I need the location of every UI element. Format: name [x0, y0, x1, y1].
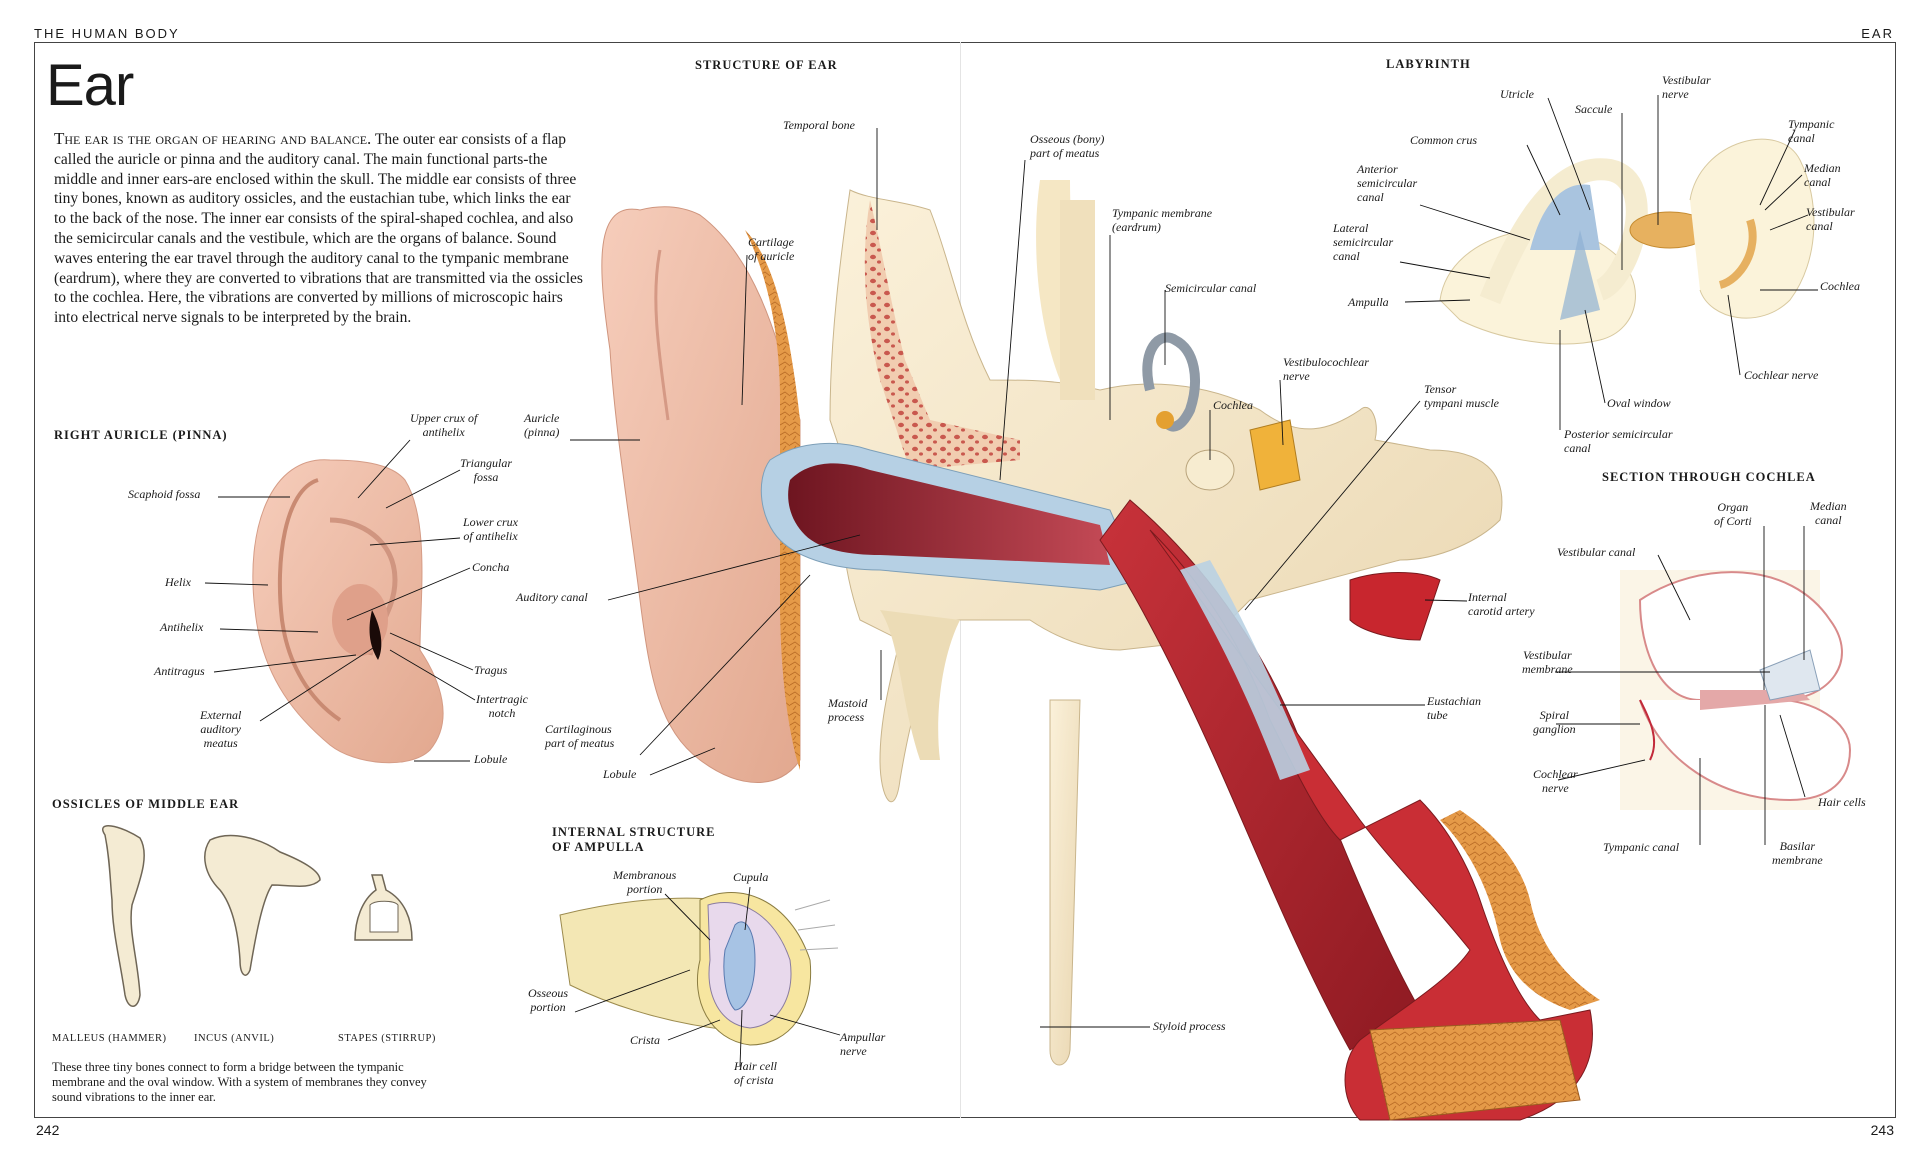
auricle-illustration [252, 459, 444, 764]
label-osseous-meatus: Osseous (bony) part of meatus [1030, 132, 1105, 160]
heading-cochlea-section: SECTION THROUGH COCHLEA [1602, 470, 1816, 484]
incus-illustration [204, 834, 321, 976]
label-osseous-portion: Osseous portion [528, 986, 569, 1014]
intro-text: The ear is the organ of hearing and bala… [54, 129, 584, 328]
ossicles-caption: These three tiny bones connect to form a… [52, 1060, 427, 1104]
intro-lead: The ear is the organ of hearing and bala… [54, 129, 372, 148]
incus-label: INCUS (ANVIL) [194, 1033, 275, 1044]
label-lower-crux: Lower crux of antihelix [463, 515, 518, 543]
running-head-right: EAR [1861, 26, 1894, 41]
heading-labyrinth: LABYRINTH [1386, 57, 1471, 71]
label-crista: Crista [630, 1033, 661, 1047]
label-cochlear-nerve-lab: Cochlear nerve [1744, 368, 1819, 382]
label-basilar-membrane: Basilar membrane [1772, 839, 1823, 867]
label-auricle-pinna: Auricle (pinna) [524, 411, 560, 439]
label-antihelix: Antihelix [160, 620, 204, 634]
label-posterior-canal: Posterior semicircular canal [1564, 427, 1673, 455]
label-antitragus: Antitragus [154, 664, 205, 678]
label-tensor-tympani: Tensor tympani muscle [1424, 382, 1499, 410]
label-median-canal-coch: Median canal [1810, 499, 1847, 527]
label-oval-window: Oval window [1607, 396, 1671, 410]
right-rule [1895, 42, 1896, 1118]
left-rule [34, 42, 35, 1118]
bottom-rule [34, 1117, 1896, 1118]
label-external-meatus: External auditory meatus [200, 708, 242, 750]
page-number-left: 242 [36, 1122, 60, 1138]
label-ampullar-nerve: Ampullar nerve [840, 1030, 886, 1058]
label-spiral-ganglion: Spiral ganglion [1533, 708, 1576, 736]
eustachian-tube-model [1099, 499, 1600, 1121]
temporal-bone-model [829, 180, 1503, 1066]
label-cartilage-auricle: Cartilage of auricle [748, 235, 795, 263]
heading-structure: STRUCTURE OF EAR [695, 58, 838, 72]
label-semicircular-canal: Semicircular canal [1165, 281, 1257, 295]
label-hair-cells: Hair cells [1818, 795, 1866, 809]
label-vestibular-nerve: Vestibular nerve [1662, 73, 1711, 101]
label-carotid-artery: Internal carotid artery [1468, 590, 1535, 618]
stapes-label: STAPES (STIRRUP) [338, 1033, 436, 1044]
malleus-illustration [102, 825, 145, 1007]
auditory-canal-model [760, 443, 1141, 591]
label-tympanic-canal-coch: Tympanic canal [1603, 840, 1680, 854]
label-vestibular-canal-lab: Vestibular canal [1806, 205, 1855, 233]
label-membranous-portion: Membranous portion [613, 868, 677, 896]
label-intertragic-notch: Intertragic notch [476, 692, 528, 720]
top-rule [34, 42, 1896, 43]
heading-ampulla: INTERNAL STRUCTURE OF AMPULLA [552, 825, 716, 854]
label-anterior-canal: Anterior semicircular canal [1357, 162, 1418, 204]
middle-ear-model [1142, 332, 1301, 491]
label-tragus: Tragus [474, 663, 508, 677]
label-vestibular-membrane: Vestibular membrane [1522, 648, 1573, 676]
label-vestibulocochlear-nerve: Vestibulocochlear nerve [1283, 355, 1369, 383]
label-lobule-main: Lobule [603, 767, 637, 781]
label-vestibular-canal-coch: Vestibular canal [1557, 545, 1636, 559]
malleus-label: MALLEUS (HAMMER) [52, 1033, 167, 1044]
heading-ossicles: OSSICLES OF MIDDLE EAR [52, 797, 240, 811]
labyrinth-illustration [1439, 138, 1815, 345]
leader-lines [204, 95, 1818, 1067]
label-helix: Helix [165, 575, 191, 589]
cochlea-section-illustration [1620, 570, 1852, 810]
page-number-right: 243 [1870, 1122, 1894, 1138]
label-lateral-canal: Lateral semicircular canal [1333, 221, 1394, 263]
page-title: Ear [46, 53, 134, 118]
label-eustachian-tube: Eustachian tube [1427, 694, 1481, 722]
label-tympanic-membrane: Tympanic membrane (eardrum) [1112, 206, 1213, 234]
label-hair-cell-crista: Hair cell of crista [734, 1059, 777, 1087]
label-concha: Concha [472, 560, 510, 574]
label-median-canal-lab: Median canal [1804, 161, 1841, 189]
running-head-left: THE HUMAN BODY [34, 26, 180, 41]
label-temporal-bone: Temporal bone [783, 118, 855, 132]
label-cartilaginous-meatus: Cartilaginous part of meatus [545, 722, 615, 750]
label-ampulla-lab: Ampulla [1348, 295, 1389, 309]
label-lobule-auricle: Lobule [474, 752, 508, 766]
label-cochlea-lab: Cochlea [1820, 279, 1860, 293]
label-tympanic-canal-lab: Tympanic canal [1788, 117, 1835, 145]
label-auditory-canal: Auditory canal [516, 590, 588, 604]
label-styloid-process: Styloid process [1153, 1019, 1226, 1033]
stapes-illustration [354, 874, 413, 941]
label-cochlea-main: Cochlea [1213, 398, 1253, 412]
label-organ-of-corti: Organ of Corti [1714, 500, 1752, 528]
label-utricle: Utricle [1500, 87, 1534, 101]
ampulla-illustration [559, 892, 839, 1046]
carotid-artery-model [1349, 572, 1441, 641]
label-upper-crux: Upper crux of antihelix [410, 411, 478, 439]
label-common-crus: Common crus [1410, 133, 1478, 147]
intro-body: The outer ear consists of a flap called … [54, 131, 583, 327]
label-cupula: Cupula [733, 870, 769, 884]
label-saccule: Saccule [1575, 102, 1613, 116]
label-scaphoid-fossa: Scaphoid fossa [128, 487, 201, 501]
heading-auricle: RIGHT AURICLE (PINNA) [54, 428, 228, 442]
label-triangular-fossa: Triangular fossa [460, 456, 513, 484]
label-mastoid-process: Mastoid process [828, 696, 868, 724]
label-cochlear-nerve-coch: Cochlear nerve [1533, 767, 1578, 795]
